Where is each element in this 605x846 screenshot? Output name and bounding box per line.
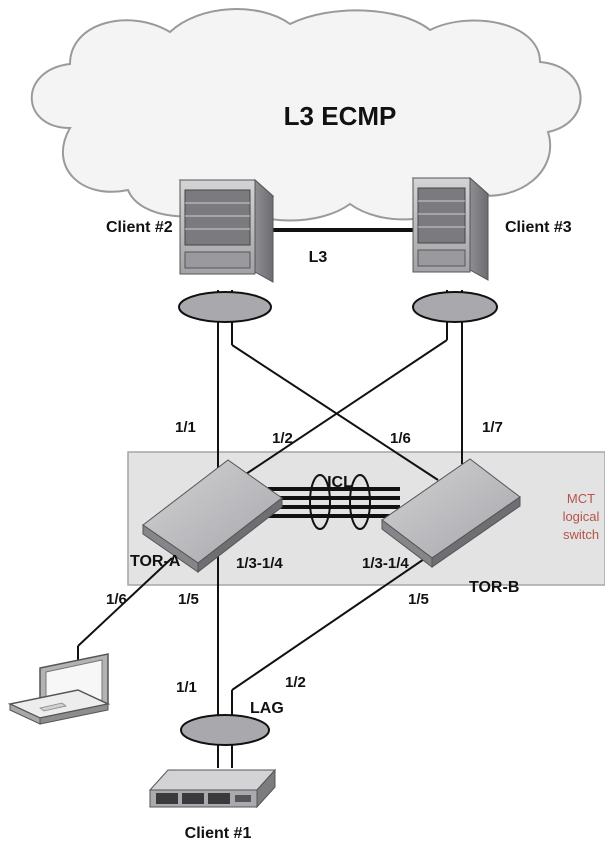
l3-link-label: L3 <box>309 249 328 266</box>
icl-links <box>268 474 400 530</box>
icl-label: ICL <box>327 474 353 491</box>
tor-a-label: TOR-A <box>130 553 181 570</box>
port-torb-1-7: 1/7 <box>482 419 503 436</box>
tor-b-label: TOR-B <box>469 579 519 596</box>
port-torb-icl: 1/3-1/4 <box>362 555 409 572</box>
mct-label-line2: logical <box>563 509 600 524</box>
client1-label: Client #1 <box>185 825 252 842</box>
client3-lag-ellipse <box>412 291 498 323</box>
client3-label: Client #3 <box>505 219 572 236</box>
link-client2-torb-1-6 <box>231 344 439 481</box>
mct-label-line3: switch <box>563 527 599 542</box>
port-tora-1-2: 1/2 <box>272 430 293 447</box>
port-torb-down: 1/5 <box>408 591 429 608</box>
port-tora-1-1: 1/1 <box>175 419 196 436</box>
client2-chassis <box>178 178 275 283</box>
port-torb-1-6: 1/6 <box>390 430 411 447</box>
mct-label-line1: MCT <box>567 491 595 506</box>
port-tora-down: 1/5 <box>178 591 199 608</box>
client1-device <box>148 768 277 809</box>
l3-ecmp-cloud: L3 ECMP <box>30 8 582 222</box>
tor-a-switch <box>142 459 283 574</box>
client1-lag-ellipse <box>180 714 270 746</box>
link-client3-tora-1-2 <box>239 339 448 479</box>
laptop-icon <box>7 653 111 725</box>
link-tora-laptop <box>77 557 173 647</box>
lag-label: LAG <box>250 700 284 717</box>
port-client1-1-2: 1/2 <box>285 674 306 691</box>
client2-label: Client #2 <box>106 219 173 236</box>
client2-lag-ellipse <box>178 291 272 323</box>
port-tora-icl: 1/3-1/4 <box>236 555 283 572</box>
client3-chassis <box>411 176 490 281</box>
port-client1-1-1: 1/1 <box>176 679 197 696</box>
port-tora-laptop: 1/6 <box>106 591 127 608</box>
cloud-label: L3 ECMP <box>284 101 397 131</box>
link-torb-client1-1-2 <box>231 554 431 691</box>
tor-b-switch <box>381 458 521 569</box>
